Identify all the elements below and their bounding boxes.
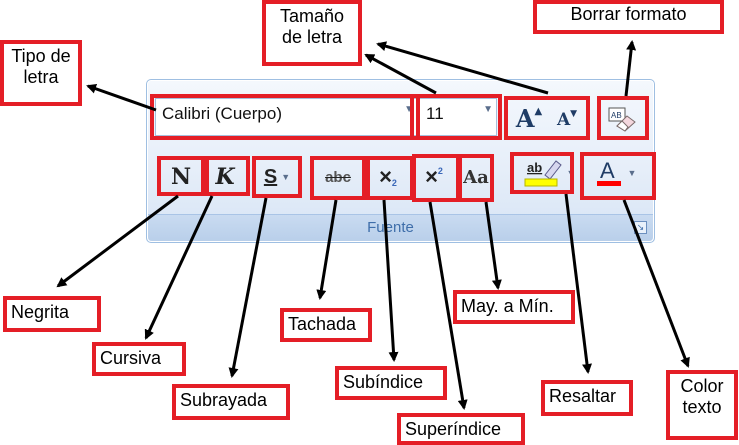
callout-subscript: Subíndice	[335, 366, 447, 400]
callout-font-type: Tipo de letra	[0, 40, 82, 106]
box-bold	[157, 156, 205, 196]
chevron-down-icon[interactable]: ▼	[281, 172, 291, 182]
arrow-subscript	[382, 199, 399, 362]
box-italic	[205, 156, 250, 196]
arrow-italic	[144, 195, 214, 340]
bold-icon: N	[170, 164, 192, 190]
callout-font-color: Color texto	[666, 370, 738, 440]
shrink-font-button[interactable]: A▼	[556, 109, 578, 130]
group-label: Fuente	[367, 219, 414, 236]
arrow-font-size-b	[376, 41, 549, 95]
arrow-bold	[56, 194, 179, 288]
font-color-glyph: A	[600, 158, 615, 183]
arrow-underline	[228, 197, 268, 378]
highlighter-icon: ab	[524, 160, 562, 187]
font-name-combobox[interactable]: Calibri (Cuerpo) ▼	[155, 98, 418, 136]
highlight-color-bar	[524, 178, 558, 187]
box-change-case	[458, 154, 494, 202]
grow-font-button[interactable]: A▲	[515, 103, 543, 133]
strikethrough-button[interactable]: abc	[313, 158, 363, 196]
box-font-name	[150, 94, 420, 140]
clear-format-button[interactable]: AB	[603, 102, 641, 136]
shrink-font-icon: A	[556, 110, 571, 130]
box-grow-shrink	[504, 96, 590, 140]
chevron-down-icon[interactable]: ▼	[483, 104, 493, 115]
callout-bold: Negrita	[3, 296, 101, 332]
callout-strikethrough: Tachada	[280, 308, 372, 342]
font-color-button[interactable]: A ▼	[585, 154, 645, 192]
highlight-glyph: ab	[527, 160, 542, 175]
arrow-font-color	[622, 199, 690, 368]
change-case-icon: Aa	[463, 166, 489, 188]
callout-italic: Cursiva	[92, 342, 186, 376]
box-font-size	[410, 94, 502, 140]
font-name-value: Calibri (Cuerpo)	[162, 104, 282, 123]
font-color-bar	[596, 181, 621, 186]
grow-font-icon: A	[515, 103, 535, 133]
callout-superscript: Superíndice	[397, 413, 525, 445]
box-strikethrough	[310, 156, 366, 200]
chevron-down-icon[interactable]: ▼	[404, 104, 414, 115]
subscript-mark: 2	[391, 178, 397, 188]
change-case-button[interactable]: Aa	[459, 158, 493, 196]
chevron-down-icon[interactable]: ▼	[627, 168, 637, 178]
box-clear-format	[597, 96, 649, 140]
callout-underline: Subrayada	[172, 384, 290, 420]
subscript-button[interactable]: ×2	[367, 158, 409, 196]
font-size-value: 11	[426, 104, 444, 123]
underline-button[interactable]: S ▼	[255, 158, 299, 196]
callout-clear-format: Borrar formato	[533, 0, 724, 34]
superscript-icon: ×	[425, 164, 438, 189]
arrow-change-case	[484, 201, 502, 290]
strikethrough-icon: abc	[325, 168, 351, 186]
arrow-strikethrough	[316, 199, 338, 300]
font-color-icon: A	[596, 158, 621, 186]
box-font-color	[580, 152, 656, 200]
arrow-superscript	[428, 201, 468, 410]
arrow-highlight	[564, 193, 592, 374]
subscript-icon: ×	[379, 164, 392, 189]
eraser-icon: AB	[608, 107, 636, 132]
font-size-combobox[interactable]: 11 ▼	[419, 98, 497, 136]
italic-button[interactable]: K	[205, 158, 245, 196]
underline-icon: S	[263, 165, 278, 188]
bold-button[interactable]: N	[161, 158, 201, 196]
superscript-mark: 2	[437, 166, 443, 176]
arrow-font-type	[86, 83, 157, 112]
clear-format-glyph: AB	[611, 111, 622, 120]
italic-icon: K	[215, 164, 235, 190]
callout-highlight: Resaltar	[541, 380, 633, 416]
arrow-font-size-a	[364, 53, 437, 95]
box-highlight	[510, 152, 574, 194]
callout-font-size: Tamaño de letra	[262, 0, 362, 66]
callout-change-case: May. a Mín.	[453, 290, 575, 324]
arrow-clear-format	[624, 40, 637, 97]
superscript-button[interactable]: ×2	[413, 158, 455, 196]
box-underline	[252, 156, 302, 198]
